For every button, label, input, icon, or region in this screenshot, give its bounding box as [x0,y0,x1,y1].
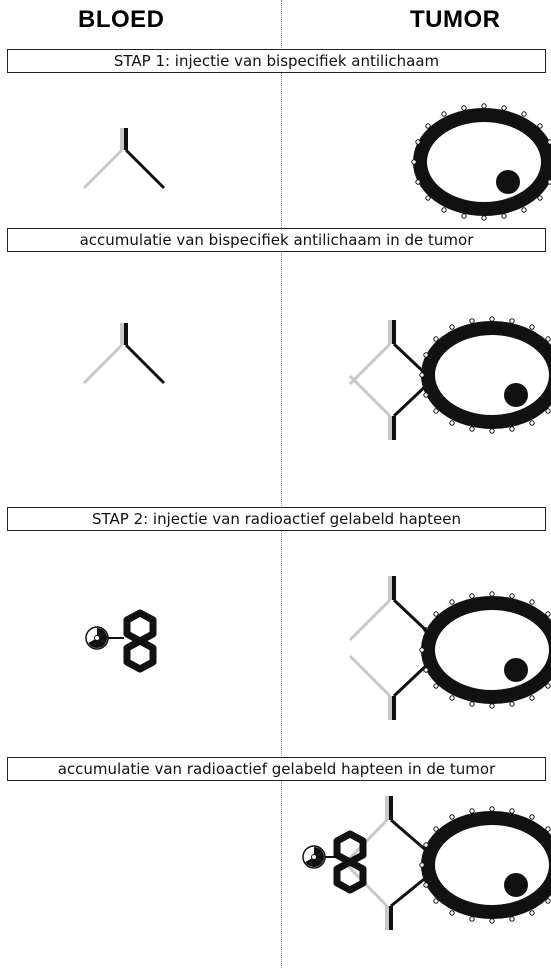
step-2-label: STAP 2: injectie van radioactief gelabel… [7,507,546,531]
antibody-bound-top-4 [346,796,429,862]
tumor-cell-1 [412,104,551,220]
antibody-free-blood-1 [82,126,166,190]
radiation-icon-tumor [302,845,328,869]
tumor-cell-3 [420,592,551,708]
column-divider [281,0,282,968]
hapten-tumor [337,834,363,890]
tumor-cell-2 [420,317,551,433]
radiation-icon-blood [85,626,111,650]
antibody-bound-bottom-4 [346,864,429,930]
step-1-label: STAP 1: injectie van bispecifiek antilic… [7,49,546,73]
antibody-free-blood-2 [82,321,166,385]
column-header-tumor: TUMOR [410,6,501,33]
hapten-blood [127,613,153,669]
antibody-bound-top-3 [348,574,432,642]
antibody-bound-top-2 [348,318,432,386]
tumor-cell-4 [420,807,551,923]
step-accumulation-hapten-label: accumulatie van radioactief gelabeld hap… [7,757,546,781]
column-header-blood: BLOED [78,6,165,33]
antibody-bound-bottom-3 [348,654,432,722]
step-accumulation-antibody-label: accumulatie van bispecifiek antilichaam … [7,228,546,252]
antibody-bound-bottom-2 [348,374,432,442]
